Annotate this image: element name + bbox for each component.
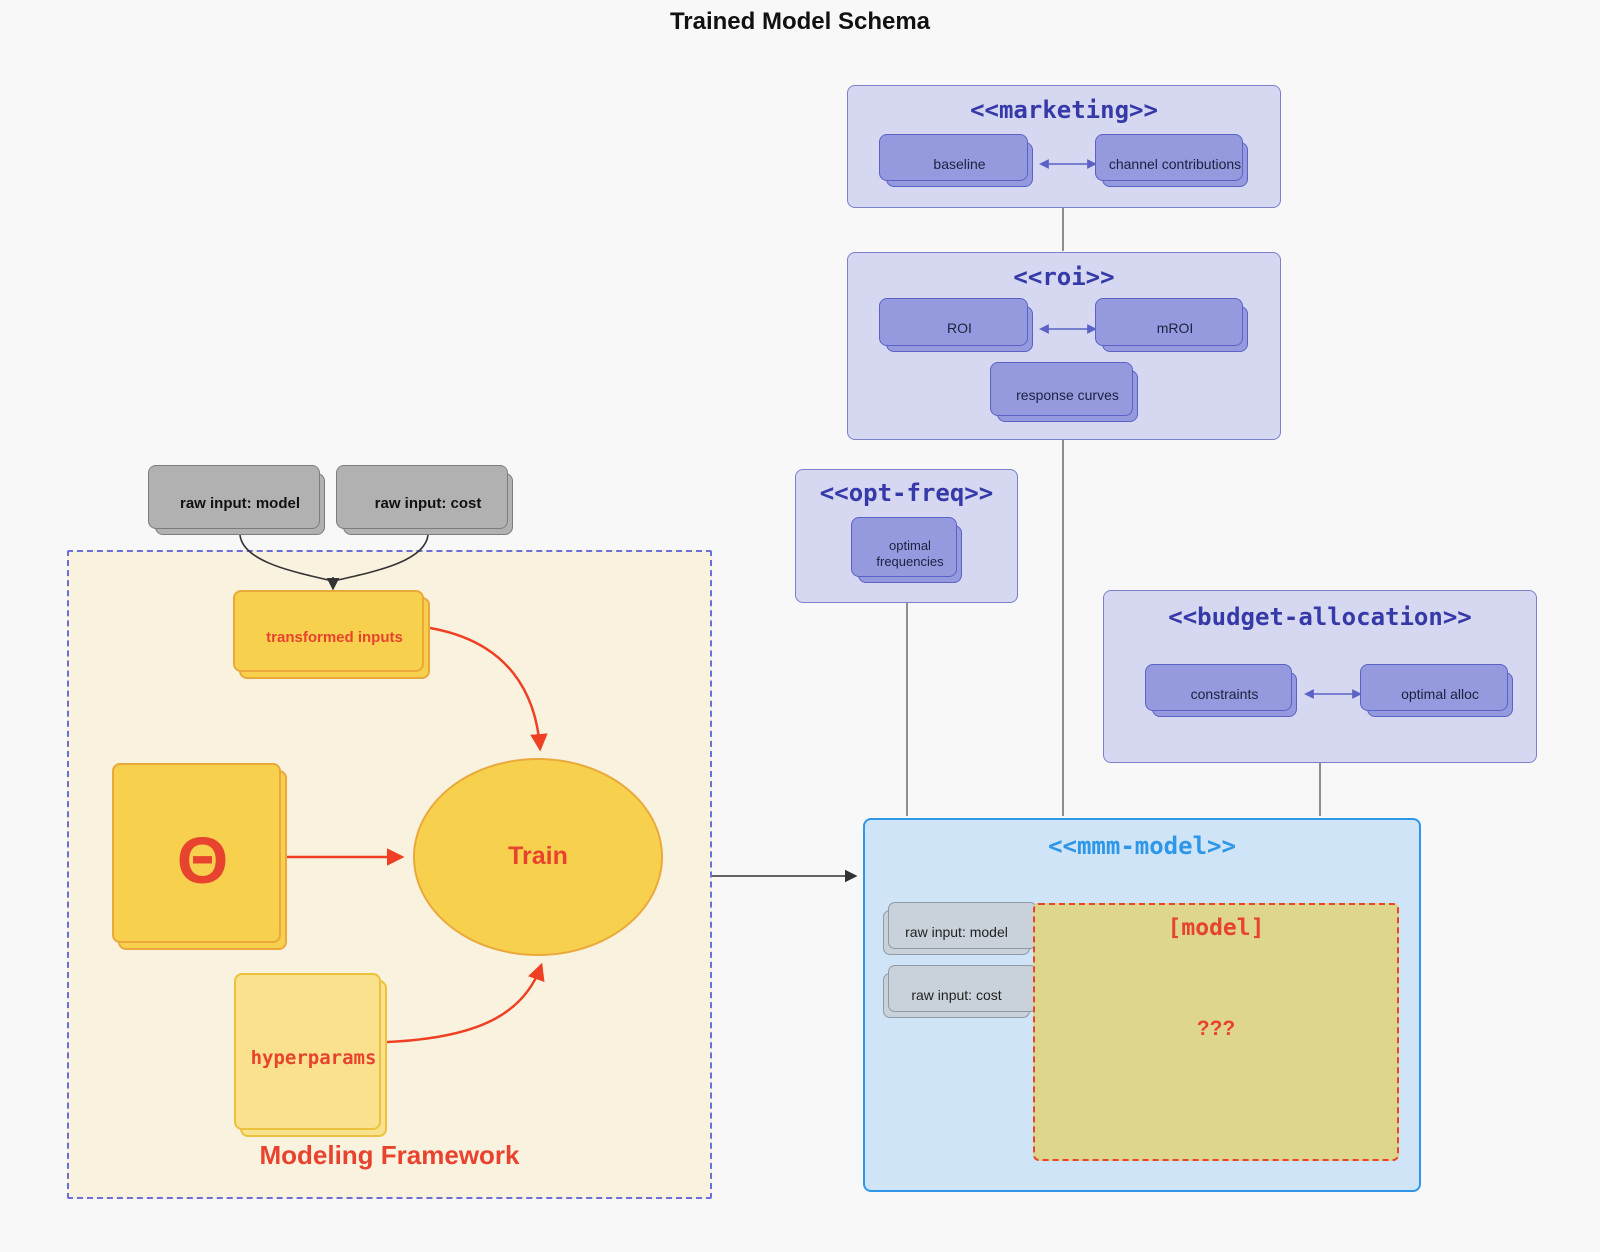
node-optimal-frequencies: optimal frequencies bbox=[858, 525, 962, 583]
node-baseline: baseline bbox=[886, 142, 1033, 187]
edge-hyperparams-train bbox=[386, 962, 545, 1044]
node-raw-input-cost: raw input: cost bbox=[343, 473, 513, 535]
node-constraints: constraints bbox=[1152, 672, 1297, 717]
cluster-modeling-framework-title: Modeling Framework bbox=[259, 1140, 520, 1170]
cluster-roi-title: <<roi>> bbox=[1013, 263, 1115, 291]
node-channel-contributions: channel contributions bbox=[1102, 142, 1248, 187]
node-mmm-raw-input-cost: raw input: cost bbox=[883, 973, 1030, 1018]
node-hyperparams: hyperparams bbox=[240, 980, 387, 1137]
cluster-mmm-model-title: <<mmm-model>> bbox=[1048, 832, 1236, 860]
edge-rawmodel-transformed bbox=[239, 534, 329, 581]
node-theta: Θ bbox=[118, 770, 287, 950]
node-mroi: mROI bbox=[1102, 306, 1248, 352]
node-mmm-raw-input-model: raw input: model bbox=[883, 910, 1030, 955]
model-box-placeholder: ??? bbox=[1196, 1017, 1236, 1040]
node-optimal-alloc: optimal alloc bbox=[1367, 672, 1513, 717]
page-title: Trained Model Schema bbox=[669, 8, 931, 35]
node-transformed-inputs: transformed inputs bbox=[239, 597, 430, 679]
node-model-box: [model] ??? bbox=[1033, 903, 1399, 1161]
node-raw-input-model: raw input: model bbox=[155, 473, 325, 535]
cluster-budget-allocation-title: <<budget-allocation>> bbox=[1168, 603, 1472, 631]
node-train: Train bbox=[413, 758, 663, 956]
node-roi: ROI bbox=[886, 306, 1033, 352]
model-box-title: [model] bbox=[1167, 915, 1265, 941]
edge-transformed-train bbox=[429, 626, 548, 752]
node-response-curves: response curves bbox=[997, 370, 1138, 422]
edge-rawcost-transformed bbox=[337, 534, 429, 581]
cluster-marketing-title: <<marketing>> bbox=[970, 96, 1158, 124]
cluster-opt-freq-title: <<opt-freq>> bbox=[819, 479, 994, 507]
